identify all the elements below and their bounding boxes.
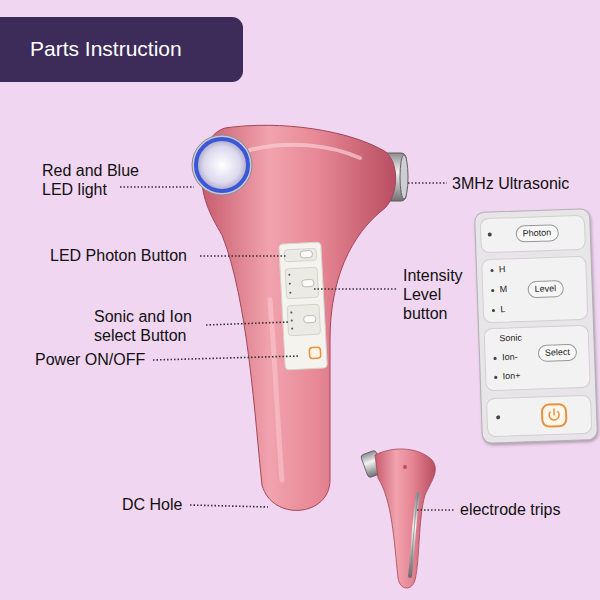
panel-section bbox=[484, 325, 590, 391]
electrode-edge bbox=[410, 494, 418, 576]
panel-dot bbox=[494, 376, 497, 379]
part-label: DC Hole bbox=[122, 495, 182, 514]
led-lens bbox=[196, 139, 248, 191]
panel-dot bbox=[289, 283, 291, 285]
panel-dot bbox=[493, 357, 496, 360]
panel-text: H bbox=[499, 264, 506, 275]
part-label: Intensity Level button bbox=[403, 266, 483, 323]
panel-dot bbox=[288, 274, 290, 276]
title-banner bbox=[0, 17, 243, 82]
part-label: LED Photon Button bbox=[50, 246, 187, 265]
panel-text: Ion- bbox=[502, 352, 518, 364]
button-text: Select bbox=[545, 347, 570, 358]
control-panel: HML SonicIon- Ion+ PhotonLevelSelect bbox=[474, 208, 598, 444]
panel-dot bbox=[492, 309, 495, 312]
leader-line bbox=[153, 356, 300, 360]
power-icon bbox=[553, 408, 555, 415]
panel-section bbox=[480, 215, 585, 253]
panel-dot bbox=[491, 289, 494, 292]
panel-dot bbox=[490, 269, 493, 272]
level-button: Level bbox=[527, 280, 563, 298]
panel-button bbox=[302, 279, 314, 287]
body-highlight bbox=[270, 300, 282, 480]
leader-line bbox=[120, 186, 194, 188]
panel-plate bbox=[279, 242, 328, 370]
power-button bbox=[309, 347, 321, 359]
panel-dot bbox=[488, 232, 492, 236]
leader-line bbox=[314, 288, 397, 290]
small-dot bbox=[403, 465, 407, 469]
panel-decor bbox=[475, 209, 597, 443]
leader-line bbox=[200, 255, 286, 257]
ultrasonic-face bbox=[400, 155, 408, 199]
button-text: Photon bbox=[523, 227, 552, 238]
panel-button bbox=[304, 315, 316, 323]
photon-button: Photon bbox=[515, 224, 558, 242]
panel-text: M bbox=[500, 284, 508, 295]
panel-section bbox=[287, 304, 321, 336]
panel-text: L bbox=[500, 304, 505, 315]
panel-button bbox=[300, 250, 312, 258]
part-label: Sonic and Ion select Button bbox=[94, 307, 206, 345]
select-button: Select bbox=[538, 344, 578, 362]
panel-section bbox=[487, 395, 592, 437]
leader-line bbox=[190, 505, 268, 507]
leader-line bbox=[206, 322, 289, 325]
panel-text: Sonic bbox=[499, 333, 522, 345]
body-highlight bbox=[250, 145, 360, 158]
leader-line bbox=[417, 509, 455, 511]
panel-section bbox=[482, 256, 588, 323]
power-button bbox=[542, 404, 567, 427]
panel-text: Ion+ bbox=[503, 371, 521, 383]
electrode-strip bbox=[410, 494, 418, 576]
panel-dot bbox=[289, 292, 291, 294]
panel-dot bbox=[291, 328, 293, 330]
panel-dot bbox=[291, 320, 293, 322]
part-label: electrode trips bbox=[460, 500, 561, 519]
page-title: Parts Instruction bbox=[30, 36, 182, 62]
leader-line bbox=[408, 182, 447, 184]
part-label: Red and Blue LED light bbox=[42, 161, 154, 199]
panel-section bbox=[285, 267, 319, 299]
panel-section bbox=[284, 248, 317, 262]
panel-dot bbox=[496, 415, 500, 419]
lens-rim bbox=[192, 135, 252, 195]
button-text: Level bbox=[535, 283, 557, 294]
part-label: 3MHz Ultrasonic bbox=[452, 174, 569, 193]
small-device bbox=[375, 449, 435, 588]
panel-dot bbox=[290, 312, 292, 314]
part-label: Power ON/OFF bbox=[35, 350, 145, 369]
device-panel bbox=[279, 242, 328, 370]
